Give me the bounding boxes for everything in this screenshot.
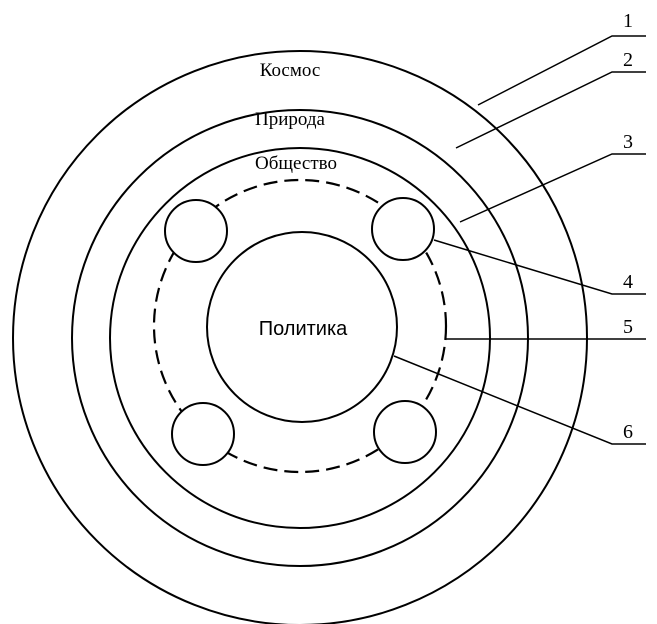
callout-2: 2 [623,49,633,71]
leader-line-1 [477,35,646,106]
callout-6: 6 [623,421,633,443]
callout-5: 5 [623,316,633,338]
callout-1: 1 [623,10,633,32]
node-top-left [164,199,228,263]
node-top-right [371,197,435,261]
node-bottom-right [373,400,437,464]
leader-line-3 [459,153,646,223]
politics-circle [206,231,398,423]
cosmos-label: Космос [260,60,321,81]
leader-line-6 [393,355,646,445]
society-ring [109,147,491,529]
nature-ring [71,109,529,567]
callout-3: 3 [623,131,633,153]
leader-line-2 [455,71,646,149]
politics-label: Политика [259,318,348,340]
callout-4: 4 [623,271,633,293]
node-bottom-left [171,402,235,466]
society-label: Общество [255,153,337,174]
dashed-ring [152,178,448,474]
nature-label: Природа [255,109,326,130]
leader-line-4 [433,239,646,295]
cosmos-ring [12,50,588,624]
